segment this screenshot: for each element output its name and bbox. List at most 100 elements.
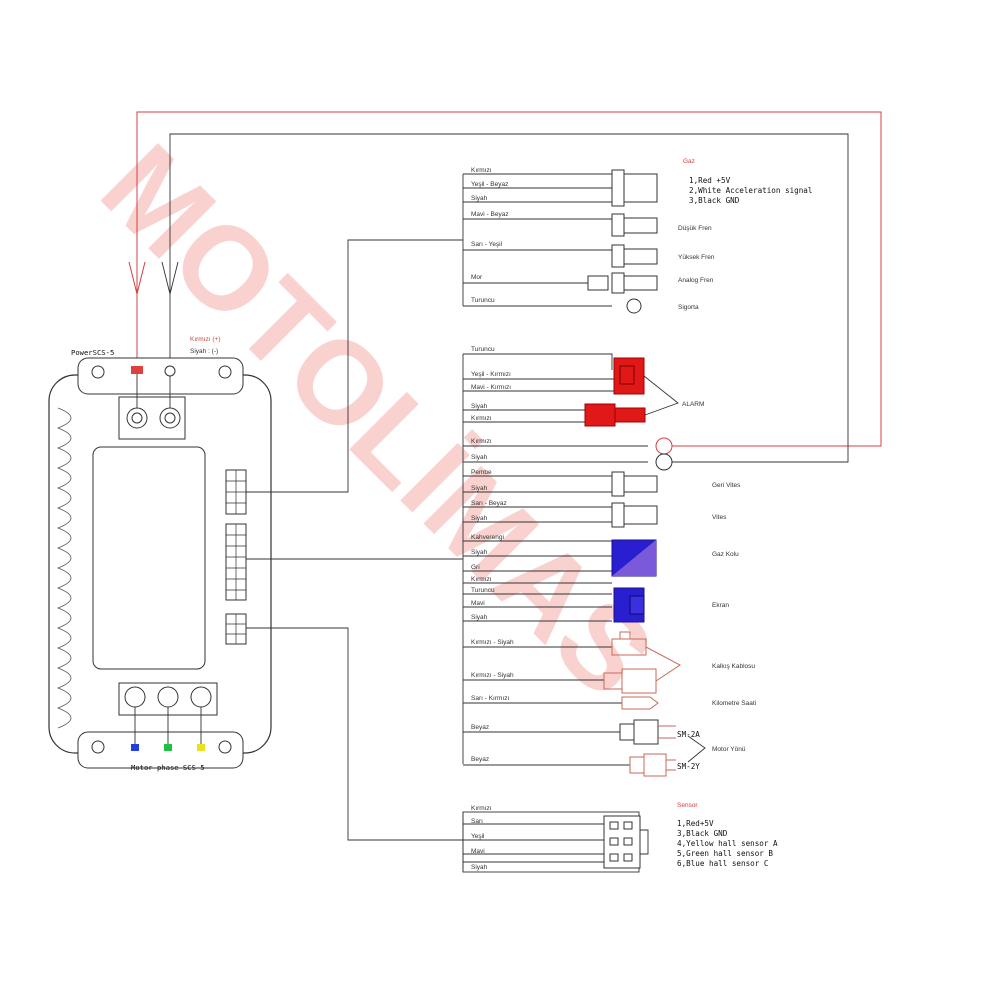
wire-label: Siyah: [471, 195, 488, 202]
black-minus-loop: [169, 133, 849, 463]
connector-label-motor-direction: Motor Yönü: [712, 746, 746, 753]
throttle-group-wires: [463, 173, 612, 307]
wire-label: Turuncu: [471, 297, 495, 304]
controller-motor-label: Motor phase SCS-5: [131, 763, 205, 772]
wire-label: Mor: [471, 274, 483, 281]
connector-label-high-brake: Yüksek Fren: [678, 254, 715, 261]
analog-brake-mid: [611, 272, 625, 294]
connector-label-low-brake: Düşük Fren: [678, 225, 712, 232]
phase-terminal-green: [157, 686, 179, 708]
connector-label-start-cable: Kalkış Kablosu: [712, 663, 755, 670]
phase-leads: [134, 707, 202, 745]
throttle-legend-line: 2,White Acceleration signal: [689, 186, 812, 195]
sensor-connector: [603, 815, 641, 869]
wire-label: Gri: [471, 564, 480, 571]
bottom-mount-tab: [77, 731, 244, 769]
trunk-throttle-group: [246, 239, 463, 493]
top-mount-tab: [77, 357, 244, 395]
motor-dir-pin-label: SM-2A: [677, 730, 700, 739]
gear-plug: [611, 502, 625, 528]
connector-label-reverse: Geri Vites: [712, 482, 741, 489]
plus-terminal-cap: [131, 366, 143, 374]
throttle-legend-line: 3,Black GND: [689, 196, 740, 205]
wire-label: Kırmızı - Siyah: [471, 639, 514, 646]
connector-label-throttle-handle: Gaz Kolu: [712, 551, 739, 558]
high-brake-plug: [611, 244, 625, 268]
controller-power-label: PowerSCS-5: [71, 348, 114, 357]
wire-label: Mavi - Beyaz: [471, 211, 509, 218]
start-cable-tab-upper: [619, 631, 631, 640]
ring-terminal-plus: [655, 437, 673, 455]
mount-hole-br: [218, 740, 232, 754]
wire-label: Siyah: [471, 485, 488, 492]
motor-dir-socket-upper: [633, 719, 659, 745]
wire-label: Mavi: [471, 600, 485, 607]
wire-label: Sarı - Kırmızı: [471, 695, 509, 702]
throttle-handle-shade: [612, 540, 656, 576]
reverse-socket: [623, 475, 658, 493]
sensor-pin: [623, 837, 633, 846]
wire-label: Kırmızı - Siyah: [471, 672, 514, 679]
mount-hole-tr: [218, 365, 232, 379]
motor-dir-pin-label: SM-2Y: [677, 762, 700, 771]
reverse-plug: [611, 471, 625, 497]
plus-wire-label: Kırmızı (+): [190, 336, 221, 343]
display-connector-lip: [629, 595, 645, 615]
connector-label-odometer: Kilometre Saati: [712, 700, 756, 707]
throttle-legend-line: 1,Red +5V: [689, 176, 731, 185]
start-cable-joint: [645, 646, 681, 682]
black-arrow: [161, 261, 179, 295]
sensor-pin: [609, 853, 619, 862]
sensor-legend-line: 5,Green hall sensor B: [677, 849, 773, 858]
fuse-ring-terminal: [626, 298, 642, 314]
analog-brake-plug: [587, 275, 609, 291]
wire-label: Sarı - Yeşil: [471, 241, 503, 248]
wire-label: Kırmızı: [471, 576, 492, 583]
power-terminal-minus-core: [164, 412, 176, 424]
heatsink-fins: [56, 407, 72, 729]
connector-label-fuse: Sigorta: [678, 304, 699, 311]
controller-face: [92, 446, 206, 670]
sensor-legend-line: 4,Yellow hall sensor A: [677, 839, 778, 848]
sensor-pin: [609, 821, 619, 830]
sensor-legend-line: 1,Red+5V: [677, 819, 714, 828]
high-brake-socket: [623, 248, 658, 265]
wire-label: Pembe: [471, 469, 492, 476]
wire-label: Kırmızı: [471, 415, 492, 422]
sensor-wires: [463, 823, 604, 863]
wire-label: Yeşil: [471, 833, 485, 840]
low-brake-socket: [623, 217, 658, 234]
wire-label: Sarı - Beyaz: [471, 500, 507, 507]
wire-label: Yeşil - Kırmızı: [471, 371, 511, 378]
trunk-sensor-group: [246, 627, 463, 841]
red-plus-loop: [136, 111, 882, 447]
motor-dir-pins-upper: [658, 725, 676, 739]
wire-label: Mavi - Kırmızı: [471, 384, 511, 391]
wire-label: Beyaz: [471, 756, 489, 763]
controller-port-pins: [226, 470, 246, 644]
minus-terminal-cap: [164, 365, 176, 377]
ring-terminal-minus: [655, 453, 673, 471]
alarm-connector-lower-socket: [614, 407, 646, 423]
wire-label: Beyaz: [471, 724, 489, 731]
gear-socket: [623, 505, 658, 525]
mount-hole-tl: [91, 365, 105, 379]
motor-dir-joint: [687, 735, 706, 763]
wire-label: Kırmızı: [471, 438, 492, 445]
motor-dir-plug-upper: [619, 723, 635, 741]
sensor-group: Kırmızı Sarı Yeşil Mavi Siyah Sensor 1,R…: [462, 802, 778, 873]
wire-label: Siyah: [471, 614, 488, 621]
phase-terminal-blue: [124, 686, 146, 708]
mount-hole-bl: [91, 740, 105, 754]
wire-label: Kırmızı: [471, 167, 492, 174]
sensor-connector-key: [640, 829, 649, 855]
connector-label-alarm: ALARM: [682, 401, 704, 408]
power-terminal-plus-core: [131, 412, 143, 424]
sensor-legend-line: 6,Blue hall sensor C: [677, 859, 768, 868]
sensor-pin: [623, 853, 633, 862]
alarm-connector-upper-pins: [619, 365, 635, 385]
connector-label-analog-brake: Analog Fren: [678, 277, 714, 284]
alarm-group: Turuncu Yeşil - Kırmızı Mavi - Kırmızı S…: [463, 346, 756, 777]
phase-yellow-cap: [197, 744, 205, 751]
